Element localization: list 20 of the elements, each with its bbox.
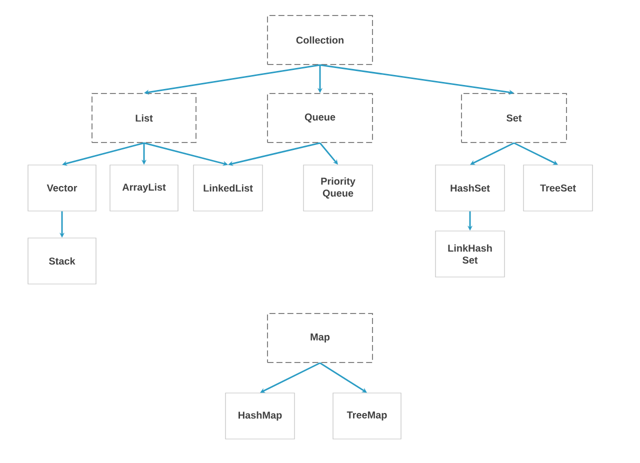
arrow (470, 142, 514, 165)
interface-box: Map (267, 313, 373, 363)
interface-box: Queue (267, 93, 373, 143)
class-box: HashMap (225, 392, 295, 440)
class-box: LinkHash Set (435, 230, 505, 278)
arrow (514, 142, 558, 165)
class-box: TreeSet (523, 164, 593, 212)
interface-box: List (92, 93, 196, 143)
arrow (260, 362, 320, 393)
class-box: HashSet (435, 164, 505, 212)
class-box: Stack (28, 238, 96, 284)
class-box: TreeMap (332, 392, 402, 440)
interface-box: Collection (267, 15, 373, 65)
class-box: Priority Queue (303, 164, 373, 212)
interface-box: Set (461, 93, 567, 143)
class-box: ArrayList (110, 164, 178, 212)
class-box: Vector (28, 164, 96, 212)
arrow (144, 142, 228, 166)
arrow (320, 362, 367, 393)
class-box: LinkedList (193, 164, 263, 212)
